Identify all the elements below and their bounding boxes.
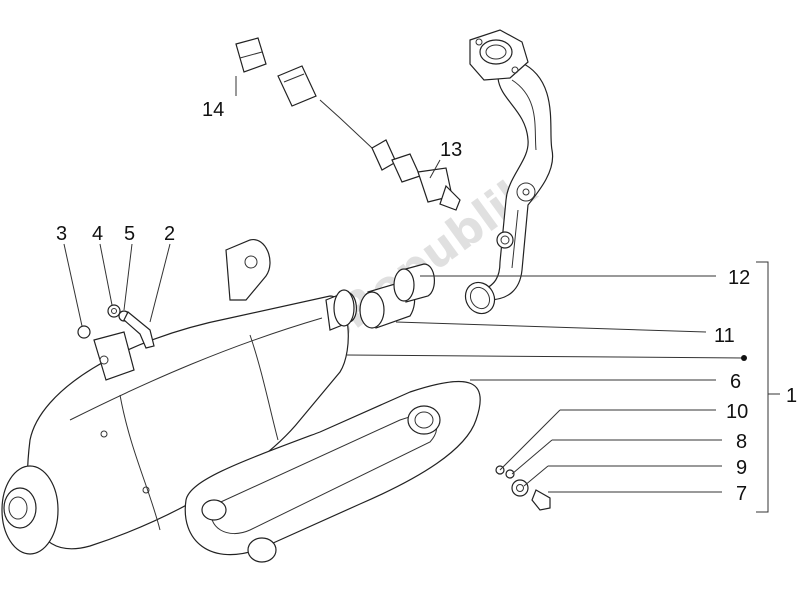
- lambda-sensor[interactable]: [277, 65, 461, 211]
- heat-shield[interactable]: [184, 380, 481, 563]
- callout-6: 6: [730, 371, 741, 393]
- callout-14: 14: [202, 99, 224, 121]
- shield-hardware[interactable]: [495, 465, 551, 511]
- gasket-rings[interactable]: [359, 263, 435, 329]
- exhaust-header-pipe[interactable]: [460, 29, 554, 319]
- leader-lines: [63, 76, 780, 513]
- callout-5: 5: [124, 223, 135, 245]
- muffler-body[interactable]: [1, 239, 357, 555]
- callout-8: 8: [736, 431, 747, 453]
- callout-7: 7: [736, 483, 747, 505]
- callout-1: 1: [786, 385, 797, 407]
- callout-4: 4: [92, 223, 103, 245]
- connector-cap[interactable]: [235, 37, 267, 73]
- mounting-hardware[interactable]: [77, 304, 155, 349]
- callout-11: 11: [714, 325, 735, 347]
- callout-13: 13: [440, 139, 462, 161]
- callout-3: 3: [56, 223, 67, 245]
- callout-9: 9: [736, 457, 747, 479]
- callout-10: 10: [726, 401, 748, 423]
- callout-labels: 14 13 3 4 5 2 12 11 6 10 8 9 7 1: [56, 99, 797, 505]
- callout-2: 2: [164, 223, 175, 245]
- callout-12: 12: [728, 267, 750, 289]
